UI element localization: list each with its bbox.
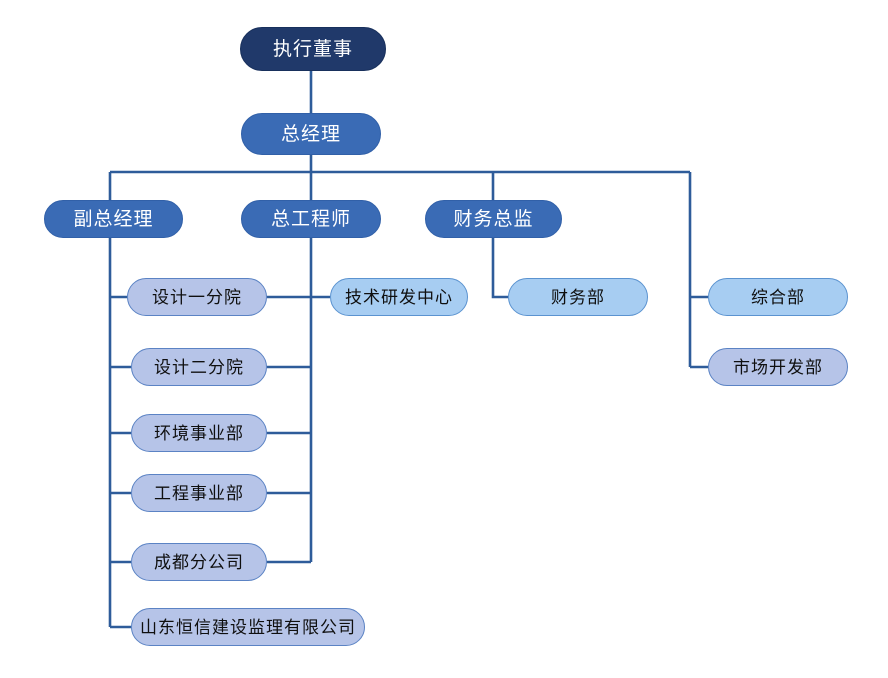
node-environment-div[interactable]: 环境事业部 [131,414,267,452]
node-label: 执行董事 [272,38,353,60]
node-label: 设计二分院 [154,357,244,377]
node-chengdu-branch[interactable]: 成都分公司 [131,543,267,581]
node-design-inst-2[interactable]: 设计二分院 [131,348,267,386]
node-label: 设计一分院 [152,287,242,307]
node-label: 市场开发部 [733,357,823,377]
node-label: 财务部 [551,287,605,307]
node-label: 总经理 [280,123,341,145]
node-chief-engineer[interactable]: 总工程师 [241,200,381,238]
node-label: 工程事业部 [154,483,244,503]
node-label: 总工程师 [270,208,351,230]
node-label: 山东恒信建设监理有限公司 [140,617,356,637]
node-label: 技术研发中心 [345,287,453,307]
node-deputy-gm[interactable]: 副总经理 [44,200,183,238]
node-rnd-center[interactable]: 技术研发中心 [330,278,468,316]
node-cfo[interactable]: 财务总监 [425,200,562,238]
node-general-manager[interactable]: 总经理 [241,113,381,155]
node-engineering-div[interactable]: 工程事业部 [131,474,267,512]
edge-cfo-finance-dept [491,238,508,299]
node-label: 副总经理 [73,208,154,230]
node-exec-director[interactable]: 执行董事 [240,27,386,71]
node-label: 环境事业部 [154,423,244,443]
node-label: 综合部 [751,287,805,307]
node-label: 财务总监 [453,208,534,230]
node-market-dev[interactable]: 市场开发部 [708,348,848,386]
node-design-inst-1[interactable]: 设计一分院 [127,278,267,316]
node-label: 成都分公司 [154,552,244,572]
node-finance-dept[interactable]: 财务部 [508,278,648,316]
node-general-affairs[interactable]: 综合部 [708,278,848,316]
node-shandong-sub[interactable]: 山东恒信建设监理有限公司 [131,608,365,646]
